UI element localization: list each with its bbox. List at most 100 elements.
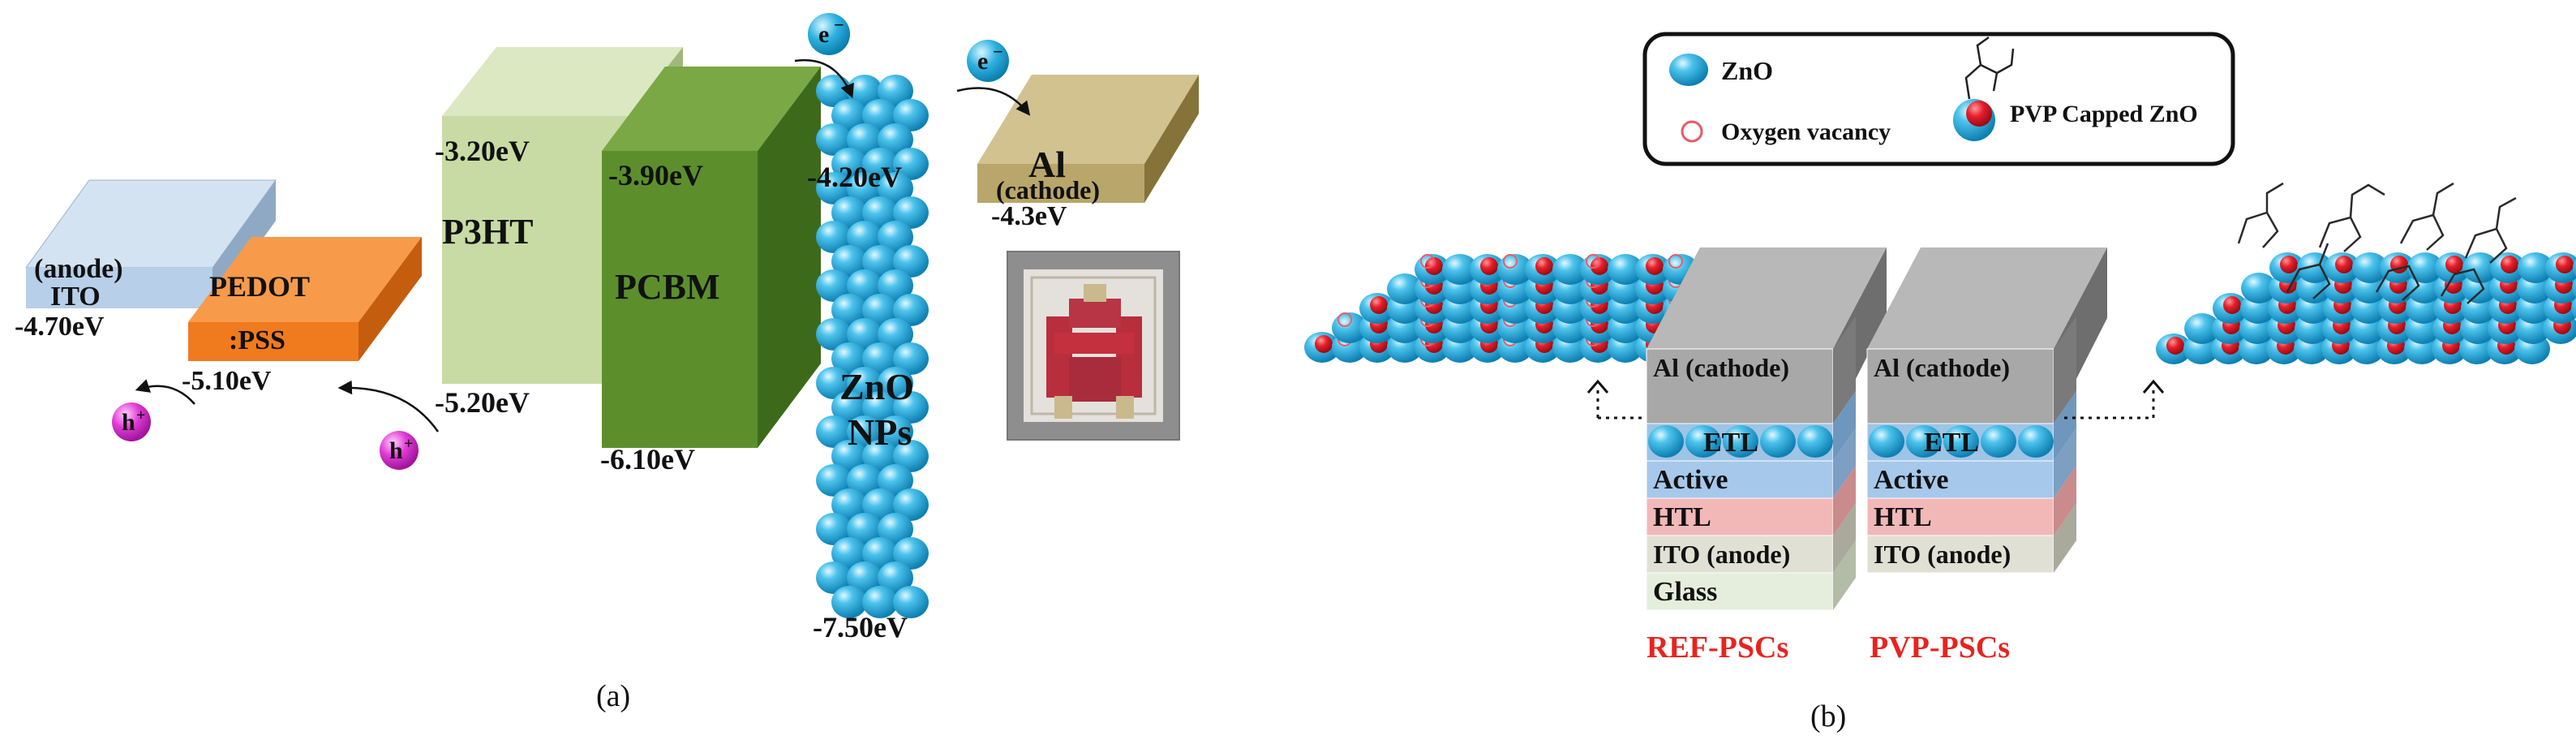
ito-energy: -4.70eV bbox=[15, 312, 105, 342]
electron-arrow-2 bbox=[956, 87, 1031, 116]
pvp-layer-label: ITO (anode) bbox=[1874, 540, 2011, 569]
zno-sphere bbox=[862, 586, 898, 618]
zno-sphere bbox=[831, 245, 867, 278]
zno-sphere bbox=[878, 221, 913, 253]
pvp-chain bbox=[2464, 196, 2517, 264]
legend-box: ZnO Oxygen vacancy PVP Capped ZnO bbox=[1642, 32, 2235, 166]
zno-sphere bbox=[893, 488, 929, 521]
stack-layer bbox=[1646, 497, 1834, 536]
zno-sphere bbox=[1608, 254, 1643, 285]
zno-sphere bbox=[893, 391, 929, 424]
red-vacancy-site bbox=[2166, 337, 2184, 355]
zno-sphere bbox=[816, 464, 852, 497]
oxygen-vacancy-site bbox=[1503, 254, 1518, 269]
stack-layer-side bbox=[2054, 316, 2076, 424]
pcbm-top-energy: -3.90eV bbox=[608, 159, 703, 191]
zno-sphere bbox=[847, 75, 882, 107]
ref-layer-label: ETL bbox=[1703, 428, 1758, 458]
zno-label: ZnO bbox=[839, 366, 914, 407]
zno-sphere bbox=[831, 196, 867, 229]
zno-sphere bbox=[847, 562, 882, 594]
zno-sphere bbox=[2184, 313, 2220, 344]
zno-sphere bbox=[2571, 297, 2576, 320]
hole-arrow-2 bbox=[337, 380, 440, 432]
legend-oxygen-vacancy-icon bbox=[1681, 120, 1703, 143]
zno-sphere bbox=[893, 99, 929, 131]
etl-sphere bbox=[1685, 425, 1721, 458]
pvp-layer-label: ETL bbox=[1924, 428, 1979, 458]
etl-sphere bbox=[1723, 425, 1758, 458]
zno-sphere bbox=[893, 537, 929, 570]
etl-sphere bbox=[1648, 425, 1684, 458]
svg-text:+: + bbox=[404, 435, 413, 453]
zno-sphere bbox=[816, 513, 852, 545]
pedot-label: PEDOT bbox=[209, 270, 310, 303]
al-top-face bbox=[1646, 247, 1887, 349]
p3ht-top-energy: -3.20eV bbox=[435, 135, 530, 167]
hole-1: h + bbox=[112, 402, 151, 441]
p3ht-label: P3HT bbox=[442, 212, 533, 252]
ref-psc-title: REF-PSCs bbox=[1646, 630, 1788, 665]
ito-label-anode: (anode) bbox=[34, 254, 123, 284]
oxygen-vacancy-site bbox=[1668, 254, 1683, 269]
red-vacancy-site bbox=[2445, 256, 2463, 273]
electron-arrow-1 bbox=[794, 58, 854, 99]
zno-sphere bbox=[862, 391, 898, 424]
legend-zno-label: ZnO bbox=[1721, 56, 1773, 85]
zno-sphere bbox=[878, 367, 913, 399]
stack-layer bbox=[1866, 535, 2054, 574]
ito-label: ITO bbox=[50, 282, 101, 312]
stack-layer bbox=[1646, 460, 1834, 499]
zno-label-nps: NPs bbox=[848, 411, 912, 453]
zno-sphere bbox=[2297, 252, 2333, 283]
pvp-chain bbox=[2399, 182, 2454, 251]
zno-sphere bbox=[847, 221, 882, 253]
pedot-label-pss: :PSS bbox=[229, 325, 286, 355]
zno-sphere bbox=[862, 245, 898, 278]
zno-sphere bbox=[2572, 278, 2576, 299]
etl-sphere bbox=[1981, 425, 2016, 458]
stack-layer-side bbox=[2054, 428, 2076, 498]
zno-sphere bbox=[831, 294, 867, 326]
zno-sphere bbox=[862, 196, 898, 229]
hole-2: h + bbox=[380, 431, 419, 470]
zno-sphere bbox=[847, 269, 882, 302]
etl-sphere bbox=[1906, 425, 1942, 458]
etl-sphere bbox=[1760, 425, 1796, 458]
stack-layer-side bbox=[1833, 428, 1856, 498]
p3ht-bottom-energy: -5.20eV bbox=[435, 386, 530, 419]
red-vacancy-site bbox=[1646, 257, 1664, 275]
red-vacancy-site bbox=[1425, 257, 1443, 275]
pcbm-layer bbox=[602, 67, 821, 448]
pvp-psc-title: PVP-PSCs bbox=[1870, 630, 2010, 665]
zno-sphere bbox=[1387, 273, 1423, 304]
ref-layer-label: ITO (anode) bbox=[1653, 540, 1790, 569]
zno-sphere bbox=[1442, 254, 1478, 285]
al-label-cathode: (cathode) bbox=[996, 175, 1100, 204]
svg-text:h: h bbox=[122, 409, 135, 436]
zno-sphere bbox=[878, 464, 913, 497]
pcbm-label: PCBM bbox=[615, 267, 720, 307]
panel-a-energy-diagram: (anode) ITO -4.70eV PEDOT :PSS -5.10eV -… bbox=[15, 13, 1199, 713]
connector-ref bbox=[1596, 388, 1646, 420]
zno-sphere bbox=[878, 562, 913, 594]
hole-arrow-1 bbox=[135, 379, 195, 405]
legend-pvp-zno-label: PVP Capped ZnO bbox=[2010, 101, 2198, 127]
al-cathode-layer bbox=[977, 75, 1199, 203]
zno-sphere bbox=[816, 123, 852, 156]
al-top-face bbox=[1867, 247, 2107, 349]
zno-sphere bbox=[2407, 252, 2443, 283]
zno-sphere bbox=[878, 415, 913, 448]
zno-sphere bbox=[893, 440, 929, 472]
zno-sphere bbox=[831, 440, 867, 472]
red-vacancy-site bbox=[2280, 256, 2298, 273]
oxygen-vacancy-site bbox=[1586, 254, 1600, 269]
red-vacancy-site bbox=[1480, 257, 1498, 275]
zno-sphere bbox=[1552, 254, 1588, 285]
svg-text:+: + bbox=[136, 407, 145, 424]
pvp-layer-label: Al (cathode) bbox=[1874, 353, 2010, 382]
zno-sphere bbox=[893, 196, 929, 229]
legend-zno-icon bbox=[1669, 54, 1708, 86]
